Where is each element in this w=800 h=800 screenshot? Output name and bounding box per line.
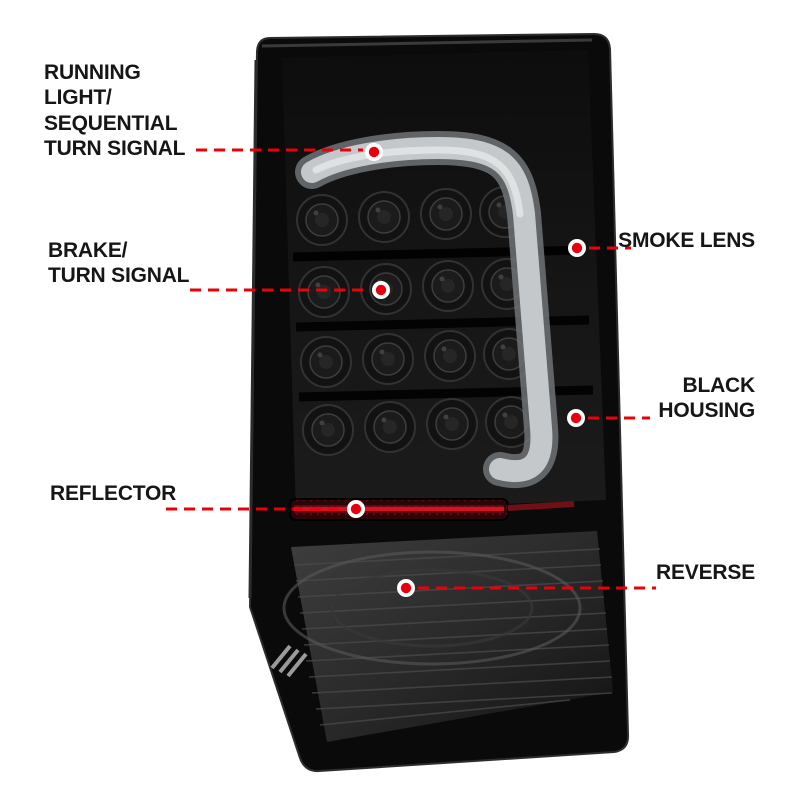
label-brake-turn-signal: BRAKE/ TURN SIGNAL — [48, 239, 190, 288]
label-reflector: REFLECTOR — [50, 482, 177, 505]
callout-marker-reflector — [347, 500, 365, 518]
callout-marker-running — [365, 143, 383, 161]
callout-lines — [166, 148, 656, 590]
label-reverse: REVERSE — [656, 561, 755, 584]
label-running-light: RUNNING LIGHT/ SEQUENTIAL TURN SIGNAL — [44, 61, 186, 161]
callout-marker-reverse — [397, 579, 415, 597]
callout-markers — [347, 143, 586, 597]
callout-marker-housing — [567, 409, 585, 427]
callout-marker-brake — [372, 281, 390, 299]
callout-marker-smoke — [568, 239, 586, 257]
label-smoke-lens: SMOKE LENS — [618, 229, 755, 252]
label-black-housing: BLACK HOUSING — [658, 374, 755, 423]
lens-reflection-hatch — [270, 644, 308, 678]
reverse-lens — [270, 531, 613, 742]
